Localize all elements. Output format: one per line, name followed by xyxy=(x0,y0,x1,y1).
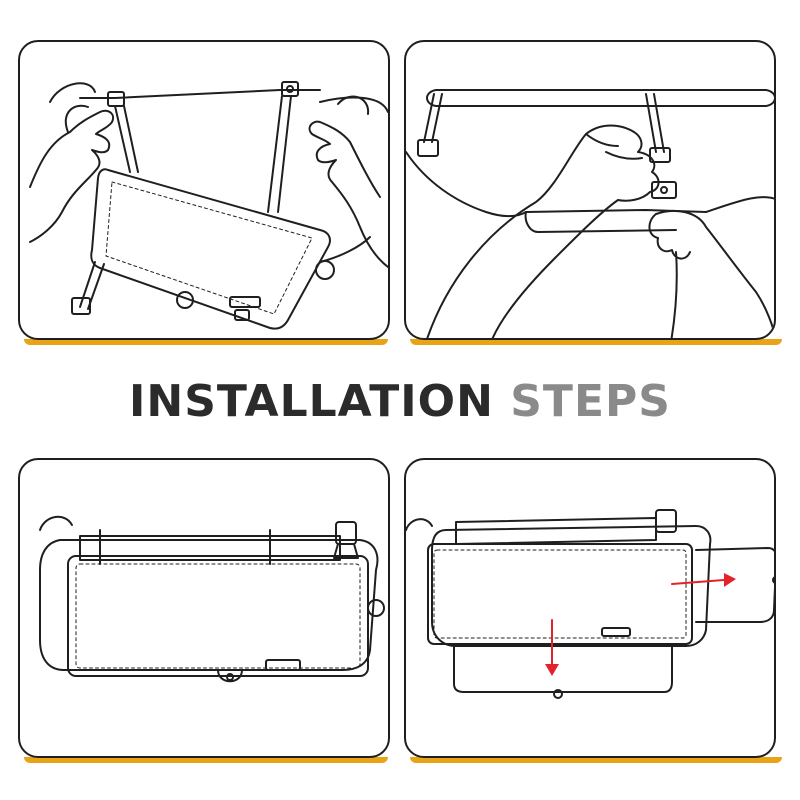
mounted-visor-illustration xyxy=(39,515,385,683)
step-1-panel xyxy=(18,40,390,340)
tighten-buckle-illustration xyxy=(406,89,774,338)
panel-accent-bar xyxy=(24,339,388,345)
title-part-1: INSTALLATION xyxy=(129,376,494,427)
page-title: INSTALLATION STEPS xyxy=(0,372,800,432)
step-3-panel xyxy=(18,458,390,758)
attach-straps-illustration xyxy=(29,81,388,330)
extend-panels-illustration xyxy=(406,509,774,699)
arrow-right-icon xyxy=(671,573,736,587)
title-part-2: STEPS xyxy=(510,376,671,427)
step-4-panel xyxy=(404,458,776,758)
arrow-down-icon xyxy=(545,619,559,676)
panel-accent-bar xyxy=(24,757,388,763)
panel-accent-bar xyxy=(410,339,782,345)
panel-accent-bar xyxy=(410,757,782,763)
step-2-panel xyxy=(404,40,776,340)
